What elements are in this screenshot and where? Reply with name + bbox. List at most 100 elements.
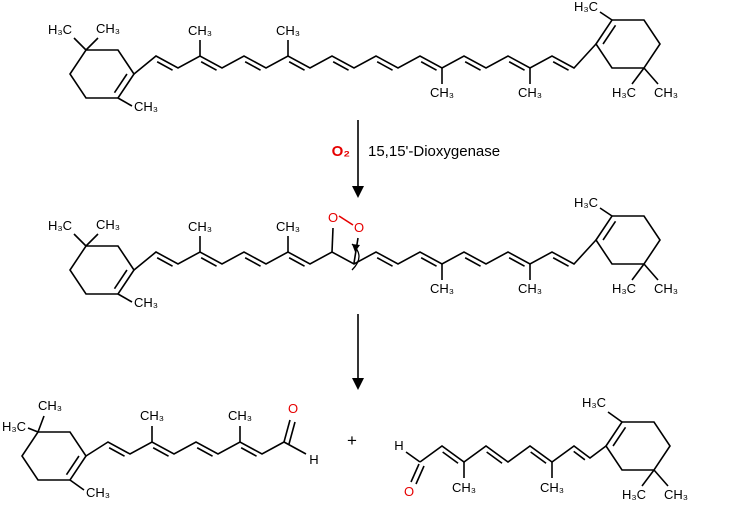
- retinal-right-bond: [653, 469, 669, 487]
- peroxide-intermediate-ring: [69, 245, 135, 295]
- arrow-down-icon: [352, 186, 364, 198]
- beta-carotene-double-bond: [552, 61, 569, 71]
- peroxide-intermediate-double-bond: [508, 257, 525, 267]
- molecules-layer: H₃C CH₃ CH₃ CH₃ CH₃ CH₃ CH₃ H₃C H₃C CH₃ H₃C CH₃ CH₃ C…: [2, 0, 688, 502]
- atom-label-o: O: [288, 401, 298, 416]
- atom-label-ch3: CH₃: [654, 281, 678, 296]
- atom-label-ch3: CH₃: [140, 408, 164, 423]
- atom-label-h3c: H₃C: [612, 281, 636, 296]
- atom-label-h3c: H₃C: [612, 85, 636, 100]
- retinal-left-bond: [283, 441, 307, 455]
- beta-carotene-bond: [85, 37, 99, 51]
- atom-label-h3c: H₃C: [574, 0, 598, 14]
- retinal-left-bond: [288, 421, 296, 445]
- retinal-left-bond: [27, 427, 39, 433]
- atom-label-ch3: CH₃: [134, 295, 158, 310]
- atom-label-ch3: CH₃: [276, 219, 300, 234]
- beta-carotene-bond: [631, 67, 645, 85]
- retinal-right-bond: [415, 465, 425, 485]
- peroxide-intermediate-bond: [338, 215, 354, 226]
- beta-carotene-chain: [133, 43, 597, 75]
- atom-label-ch3: CH₃: [276, 23, 300, 38]
- atom-label-o: O: [354, 220, 364, 235]
- retinal-left-double-bond: [108, 447, 125, 457]
- beta-carotene-bond: [117, 97, 133, 107]
- atom-label-o: O: [328, 210, 338, 225]
- atom-label-h3c: H₃C: [574, 195, 598, 210]
- atom-label-h3c: H₃C: [48, 22, 72, 37]
- beta-carotene-double-bond: [376, 61, 393, 71]
- atom-label-h3c: H₃C: [2, 419, 26, 434]
- beta-carotene-double-bond: [288, 61, 305, 71]
- peroxide-intermediate-bond: [631, 263, 645, 281]
- retinal-left-double-bond: [240, 447, 257, 457]
- atom-label-h3c: H₃C: [582, 395, 606, 410]
- beta-carotene-double-bond: [332, 61, 349, 71]
- peroxide-intermediate-bond: [73, 233, 87, 247]
- retinal-left-double-bond: [152, 447, 169, 457]
- peroxide-intermediate-double-bond: [376, 257, 393, 267]
- beta-carotene-double-bond: [420, 61, 437, 71]
- beta-carotene-bond: [73, 37, 87, 51]
- beta-carotene-ring: [595, 19, 661, 69]
- beta-carotene-ring-double-bond: [602, 24, 617, 45]
- retinal-left-chain: [85, 441, 285, 457]
- beta-carotene-double-bond: [156, 61, 173, 71]
- atom-label-ch3: CH₃: [228, 408, 252, 423]
- retinal-right-double-bond: [486, 451, 503, 464]
- retinal-left-ring: [21, 431, 87, 481]
- peroxide-intermediate-double-bond: [552, 257, 569, 267]
- peroxide-intermediate-double-bond: [156, 257, 173, 267]
- beta-carotene-double-bond: [244, 61, 261, 71]
- atom-label-ch3: CH₃: [452, 480, 476, 495]
- peroxide-intermediate-double-bond: [244, 257, 261, 267]
- peroxide-intermediate-double-bond: [464, 257, 481, 267]
- atom-label-ch3: CH₃: [518, 85, 542, 100]
- retinal-right-double-bond: [442, 451, 459, 464]
- plus-sign: +: [347, 431, 357, 450]
- atom-label-ch3: CH₃: [430, 281, 454, 296]
- peroxide-intermediate-bond: [331, 227, 334, 253]
- retinal-right-ring: [605, 421, 671, 471]
- peroxide-intermediate-bond: [117, 293, 133, 303]
- atom-label-h3c: H₃C: [48, 218, 72, 233]
- retinal-right-bond: [405, 451, 421, 463]
- retinal-right-bond: [607, 411, 623, 423]
- reagent-label: O₂: [332, 143, 350, 160]
- peroxide-intermediate-ring-double-bond: [113, 269, 128, 290]
- atom-label-h3c: H₃C: [622, 487, 646, 502]
- retinal-right-ring-double-bond: [612, 426, 627, 447]
- arrow-down-icon: [352, 378, 364, 390]
- atom-label-ch3: CH₃: [134, 99, 158, 114]
- reaction-arrow-1: [352, 120, 364, 198]
- peroxide-intermediate-double-bond: [288, 257, 305, 267]
- beta-carotene-double-bond: [508, 61, 525, 71]
- reaction-arrow-2: [352, 314, 364, 390]
- retinal-right-bond: [410, 463, 420, 483]
- beta-carotene-ring: [69, 49, 135, 99]
- beta-carotene-double-bond: [200, 61, 217, 71]
- retinal-left-bond: [37, 415, 45, 433]
- retinal-left-bond: [69, 479, 85, 491]
- atom-label-ch3: CH₃: [664, 487, 688, 502]
- peroxide-intermediate-chain: [133, 239, 597, 271]
- atom-label-h: H: [394, 438, 403, 453]
- peroxide-intermediate-bond: [643, 263, 659, 281]
- peroxide-intermediate-bond: [85, 233, 99, 247]
- atom-label-o: O: [404, 484, 414, 499]
- peroxide-intermediate-ring-double-bond: [602, 220, 617, 241]
- peroxide-intermediate-double-bond: [200, 257, 217, 267]
- peroxide-intermediate-double-bond: [420, 257, 437, 267]
- beta-carotene-bond: [599, 11, 613, 21]
- beta-carotene-ring-double-bond: [113, 73, 128, 94]
- beta-carotene-double-bond: [464, 61, 481, 71]
- retinal-right-chain: [419, 445, 607, 463]
- peroxide-intermediate-ring: [595, 215, 661, 265]
- atom-label-ch3: CH₃: [540, 480, 564, 495]
- atom-label-ch3: CH₃: [518, 281, 542, 296]
- peroxide-intermediate-bond: [599, 207, 613, 217]
- retinal-right-double-bond: [573, 450, 586, 461]
- beta-carotene-bond: [643, 67, 659, 85]
- retinal-right-bond: [641, 469, 655, 487]
